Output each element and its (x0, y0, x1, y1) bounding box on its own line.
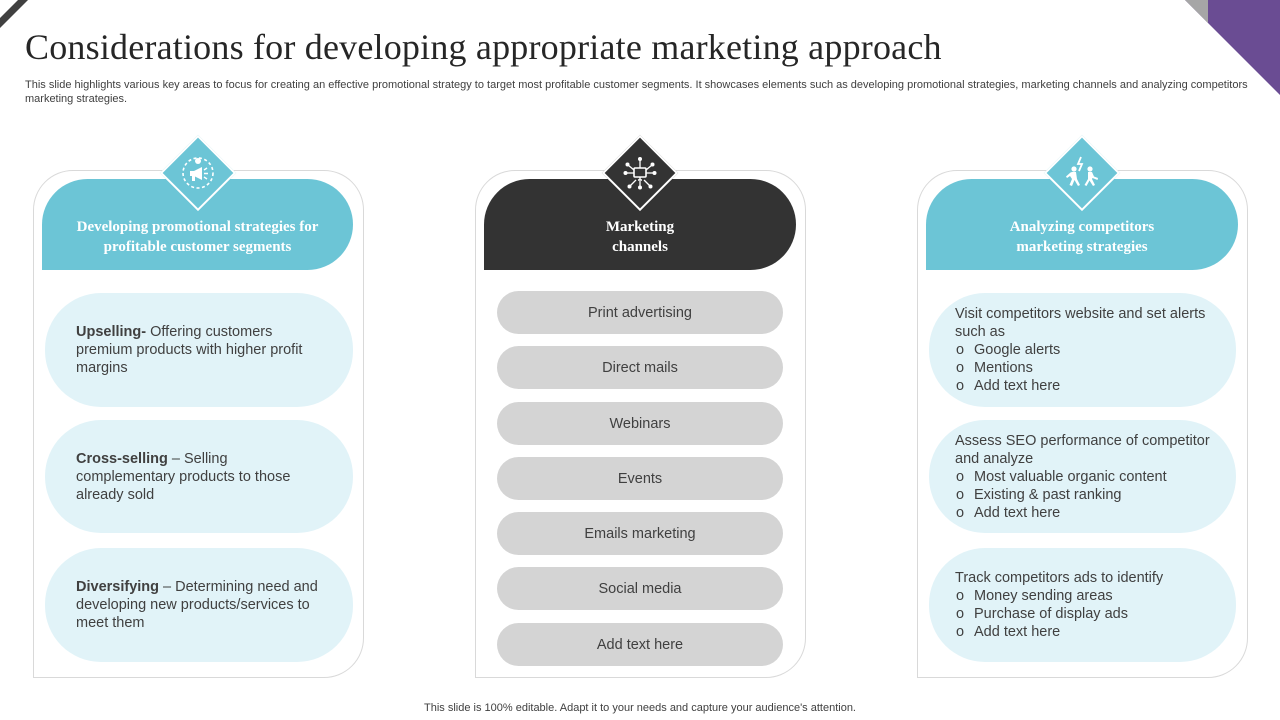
channel-label: Print advertising (588, 304, 692, 321)
list-item: Upselling- Offering customers premium pr… (45, 293, 353, 407)
column-header-label: Analyzing competitors marketing strategi… (1009, 218, 1155, 255)
corner-decoration-top-right-grey (1185, 0, 1208, 23)
corner-decoration-top-left-cut (0, 0, 18, 18)
channel-label: Webinars (609, 415, 671, 432)
sub-list: Most valuable organic content Existing &… (955, 468, 1216, 522)
sub-list: Google alerts Mentions Add text here (955, 341, 1216, 395)
list-item: Diversifying – Determining need and deve… (45, 548, 353, 662)
channel-label: Emails marketing (584, 525, 696, 542)
megaphone-icon (173, 148, 223, 198)
list-item: Visit competitors website and set alerts… (929, 293, 1236, 407)
item-text: Track competitors ads to identify (955, 570, 1164, 586)
column-header-label: Marketing channels (605, 218, 675, 255)
column-header-label: Developing promotional strategies for pr… (76, 218, 319, 255)
item-text: Offering customers premium products with… (76, 324, 303, 376)
item-bold-label: Diversifying (76, 579, 159, 595)
list-item: Assess SEO performance of competitor and… (929, 420, 1236, 533)
competitors-icon (1057, 148, 1107, 198)
channel-item: Print advertising (497, 291, 783, 334)
slide-title: Considerations for developing appropriat… (25, 27, 942, 67)
network-icon (615, 148, 665, 198)
sub-list-item: Google alerts (955, 341, 1216, 359)
sub-list: Money sending areas Purchase of display … (955, 587, 1216, 641)
channel-label: Events (617, 470, 663, 487)
item-bold-label: Upselling- (76, 324, 147, 340)
channel-label: Direct mails (602, 359, 678, 376)
channel-item: Direct mails (497, 346, 783, 389)
channel-item: Emails marketing (497, 512, 783, 555)
channel-label: Social media (598, 580, 682, 597)
item-text: Visit competitors website and set alerts… (955, 306, 1206, 340)
item-text: – Determining need and developing new pr… (76, 579, 318, 631)
channel-item: Events (497, 457, 783, 500)
slide-footer: This slide is 100% editable. Adapt it to… (424, 702, 856, 714)
slide-subtitle: This slide highlights various key areas … (25, 79, 1248, 105)
sub-list-item: Purchase of display ads (955, 605, 1216, 623)
item-text: – Selling complementary products to thos… (76, 450, 291, 503)
item-bold-label: Cross-selling (76, 450, 168, 467)
sub-list-item: Mentions (955, 359, 1216, 377)
item-text: Assess SEO performance of competitor and… (955, 432, 1210, 467)
sub-list-item: Most valuable organic content (955, 468, 1216, 486)
sub-list-item: Money sending areas (955, 587, 1216, 605)
channel-item: Add text here (497, 623, 783, 666)
list-item: Cross-selling – Selling complementary pr… (45, 420, 353, 533)
channel-label: Add text here (596, 636, 684, 653)
sub-list-item: Add text here (955, 377, 1216, 395)
sub-list-item: Existing & past ranking (955, 486, 1216, 504)
sub-list-item: Add text here (955, 623, 1216, 641)
sub-list-item: Add text here (955, 504, 1216, 522)
list-item: Track competitors ads to identify Money … (929, 548, 1236, 662)
channel-item: Social media (497, 567, 783, 610)
channel-item: Webinars (497, 402, 783, 445)
